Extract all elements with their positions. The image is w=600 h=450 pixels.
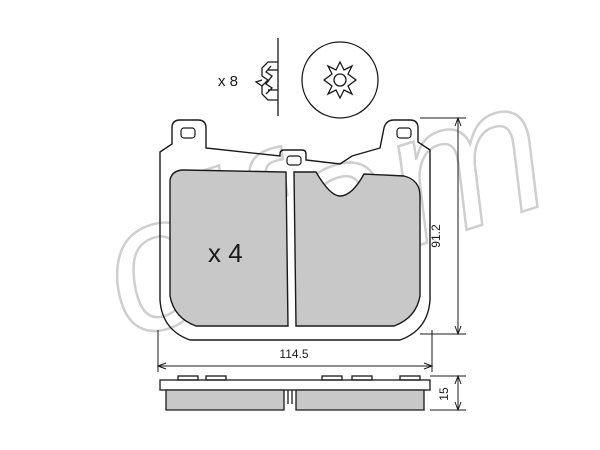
thickness-dimension-label: 15 [437,387,451,401]
backing-plate-outline [159,119,431,341]
right-lug-hole [396,127,412,139]
pad-multiplier-label: x 4 [208,238,243,268]
center-tab-hole [286,155,302,166]
clip-multiplier-label: x 8 [218,73,238,90]
height-dimension-label: 91.2 [429,224,443,248]
height-dimension-line [420,116,466,336]
width-dimension-label: 114.5 [279,347,308,361]
clip-top-view [301,41,379,119]
width-dimension-line [156,330,434,372]
clip-side-view [254,38,279,116]
friction-material-right [293,171,421,327]
thickness-dimension-line [430,374,466,412]
pad-side-profile [159,375,431,411]
friction-material-left [169,169,289,327]
left-lug-hole [180,127,196,139]
